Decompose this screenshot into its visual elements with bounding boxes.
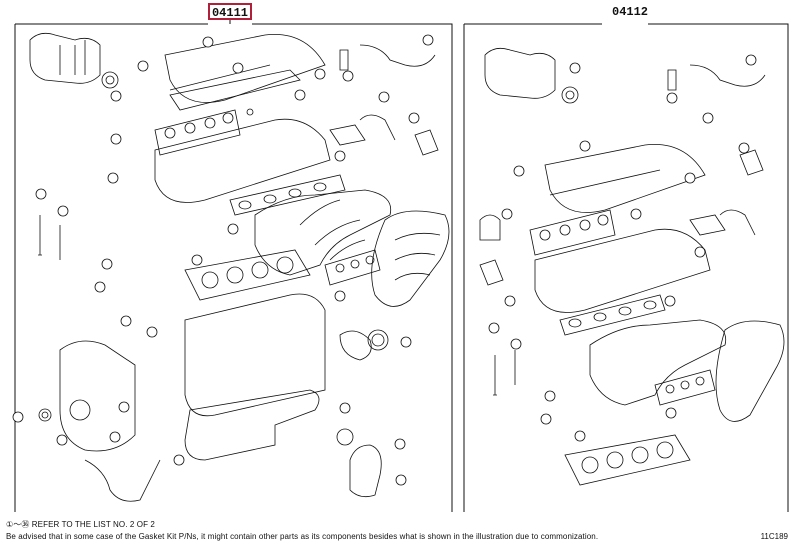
callout-r-10 <box>694 246 706 258</box>
manifold-gasket <box>154 109 241 156</box>
callout-33 <box>56 434 68 446</box>
callout-36 <box>232 62 244 74</box>
callout-r-6 <box>664 295 676 307</box>
callout-r-4 <box>501 208 513 220</box>
right-kit-parts <box>479 47 785 486</box>
left-kit-part-number[interactable]: 04111 <box>208 3 252 20</box>
callout-10 <box>334 150 346 162</box>
callout-6 <box>227 223 239 235</box>
callout-r-9 <box>738 142 750 154</box>
callout-17 <box>12 411 24 423</box>
callout-29 <box>378 91 390 103</box>
callout-31 <box>422 34 434 46</box>
callout-25 <box>394 438 406 450</box>
callout-8 <box>57 205 69 217</box>
left-kit-parts <box>29 32 450 502</box>
callout-r-13b <box>702 112 714 124</box>
intake-plenum <box>371 210 450 307</box>
callout-r-15 <box>745 54 757 66</box>
callout-30 <box>35 188 47 200</box>
callout-28 <box>342 70 354 82</box>
callout-4 <box>110 133 122 145</box>
callout-9 <box>408 112 420 124</box>
callout-26 <box>202 36 214 48</box>
callout-21 <box>94 281 106 293</box>
callout-1 <box>191 254 203 266</box>
engine-sketch-right <box>484 47 556 99</box>
callout-23 <box>294 89 306 101</box>
callout-7 <box>246 108 254 116</box>
callout-r-19 <box>540 413 552 425</box>
intake-manifold <box>254 189 392 276</box>
callout-35 <box>395 474 407 486</box>
callout-22 <box>101 258 113 270</box>
callout-r-5 <box>630 208 642 220</box>
callout-34 <box>109 431 121 443</box>
callout-27 <box>137 60 149 72</box>
callout-r-1 <box>574 430 586 442</box>
cylinder-head <box>154 118 331 203</box>
callout-r-2 <box>684 172 696 184</box>
callout-2 <box>314 68 326 80</box>
callout-r-13 <box>569 62 581 74</box>
callout-r-16 <box>666 92 678 104</box>
head-gasket-right <box>564 434 691 486</box>
oil-filter <box>349 444 382 498</box>
callout-16 <box>146 326 158 338</box>
right-kit-part-number[interactable]: 04112 <box>612 5 649 19</box>
callout-13 <box>110 90 122 102</box>
valve-cover-right <box>544 143 706 213</box>
footer-reference-note: ①～㊱ REFER TO THE LIST NO. 2 OF 2 <box>6 520 155 529</box>
intake-manifold-right <box>589 319 727 406</box>
callout-r-20 <box>488 322 500 334</box>
timing-cover <box>59 340 136 452</box>
engine-sketch <box>29 32 101 84</box>
callout-r-3 <box>504 295 516 307</box>
callout-3 <box>107 172 119 184</box>
callouts-left <box>12 34 434 486</box>
left-kit-bracket <box>15 23 453 512</box>
callout-r-17 <box>513 165 525 177</box>
oil-strainer <box>84 459 161 502</box>
callout-r-18 <box>579 140 591 152</box>
callout-5 <box>334 290 346 302</box>
callout-15 <box>400 336 412 348</box>
callouts-right <box>488 54 757 442</box>
callout-14 <box>339 402 351 414</box>
cylinder-head-right <box>534 228 711 313</box>
oil-pan <box>184 389 320 461</box>
footer-disclaimer: Be advised that in some case of the Gask… <box>6 532 599 541</box>
valve-cover <box>164 33 326 103</box>
diagram-code: 11C189 <box>760 532 788 541</box>
callout-19 <box>173 454 185 466</box>
head-gasket <box>184 249 311 301</box>
right-kit-bracket <box>464 23 789 512</box>
callout-18 <box>118 401 130 413</box>
engine-block <box>184 293 326 417</box>
callout-12 <box>120 315 132 327</box>
callout-r-12 <box>665 407 677 419</box>
callout-r-8 <box>510 338 522 350</box>
callout-r-14 <box>544 390 556 402</box>
